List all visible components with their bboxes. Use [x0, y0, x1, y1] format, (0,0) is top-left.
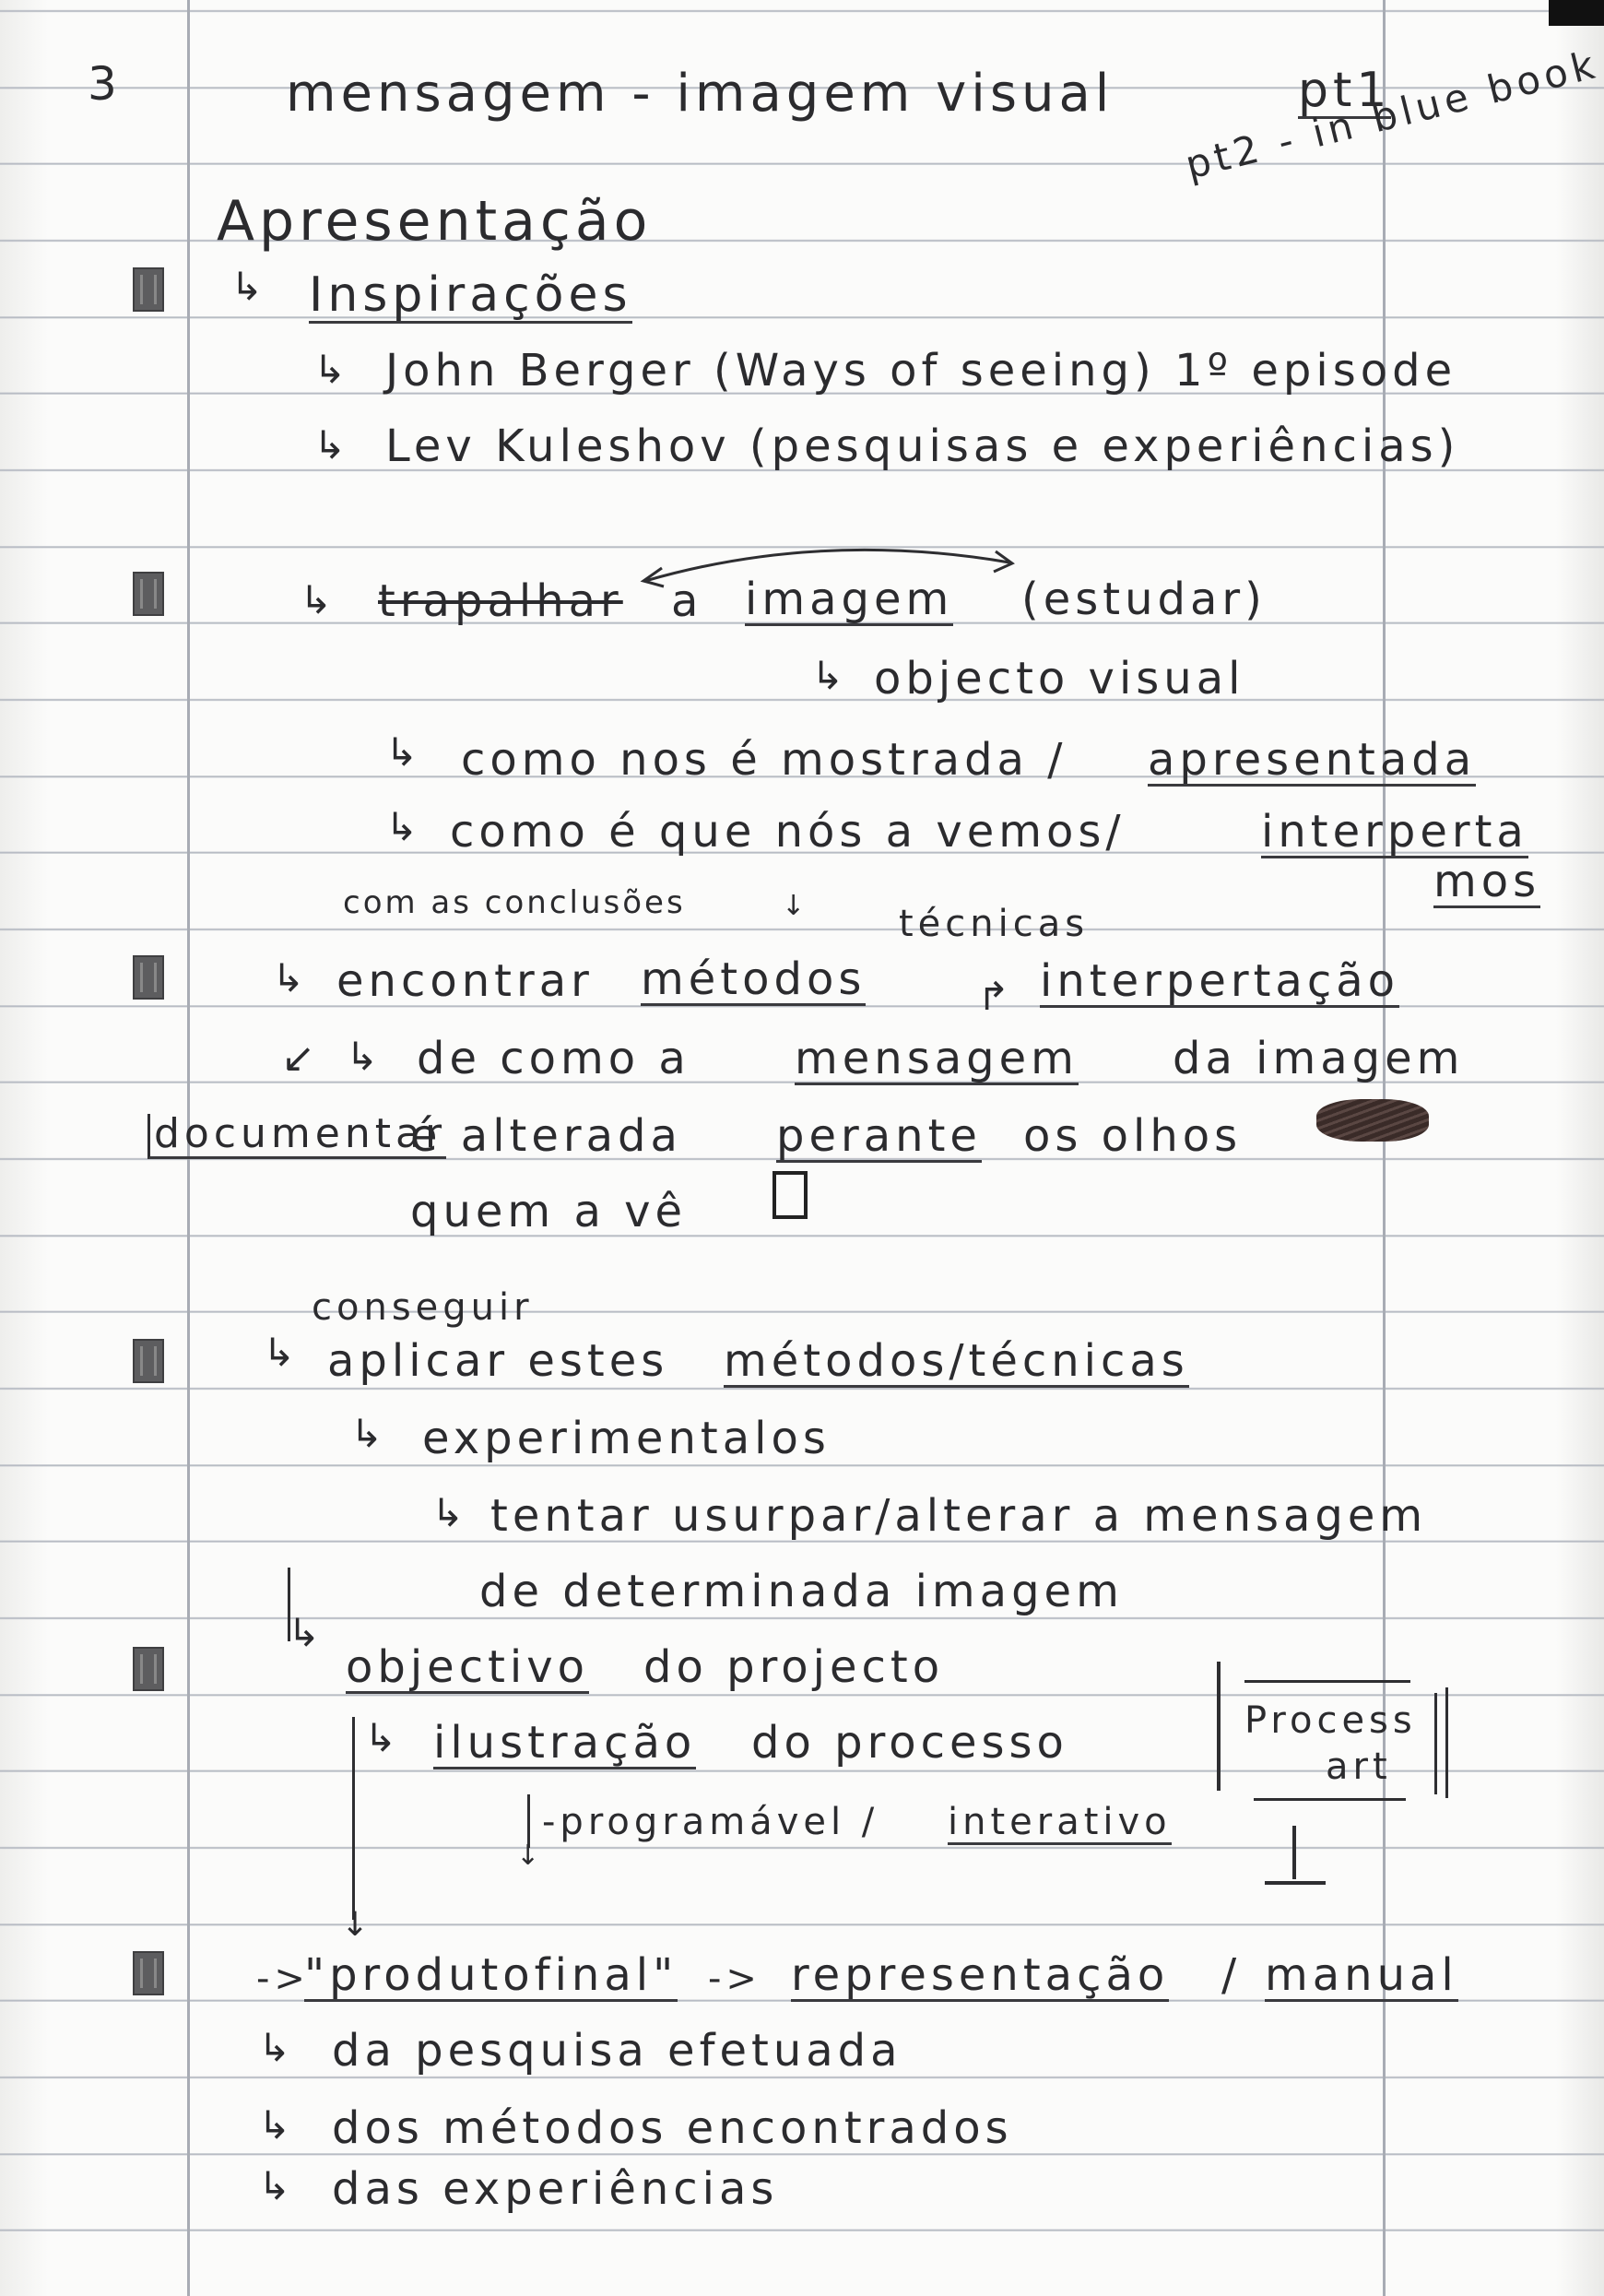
bracket-line — [527, 1794, 530, 1848]
section-checkbox-2 — [133, 572, 164, 616]
arrow-icon: ↳ — [230, 264, 264, 309]
part-one-label: pt1 — [1298, 63, 1392, 119]
swap-arrow-icon — [640, 548, 1015, 588]
inspiration-item: John Berger (Ways of seeing) 1º episode — [385, 345, 1457, 396]
word-interativo: interativo — [948, 1801, 1172, 1845]
line-determinada: de determinada imagem — [479, 1566, 1124, 1617]
word-metodos-tecnicas: métodos/técnicas — [724, 1335, 1189, 1388]
scan-edge — [1549, 0, 1604, 26]
arrow-icon: ↳ — [313, 347, 347, 392]
word-estudar: (estudar) — [1021, 574, 1267, 625]
word-tecnicas: técnicas — [899, 903, 1090, 945]
small-square-mark — [773, 1171, 808, 1219]
line-os-olhos: os olhos — [1023, 1110, 1243, 1162]
page-number: 3 — [88, 57, 122, 111]
scribbled-out-mark — [1316, 1099, 1429, 1142]
right-margin-line — [1383, 0, 1386, 2296]
line-de-como: de como a — [417, 1033, 690, 1084]
line-da-imagem: da imagem — [1173, 1033, 1465, 1084]
word-perante: perante — [776, 1110, 982, 1163]
process-art-base — [1265, 1881, 1326, 1885]
word-manual: manual — [1265, 1949, 1458, 2002]
line-do-projecto: do projecto — [643, 1641, 945, 1693]
section-checkbox-5 — [133, 1647, 164, 1691]
left-margin-line — [187, 0, 190, 2296]
word-interperta: interperta — [1261, 806, 1528, 858]
arrow-icon: ↳ — [385, 729, 419, 775]
line-mostrada: como nos é mostrada / — [461, 734, 1067, 786]
arrow-icon: ↳ — [346, 1034, 379, 1079]
inspiracoes-label: Inspirações — [309, 267, 632, 324]
process-art-bottom-rule — [1254, 1798, 1406, 1801]
process-art-left-bar — [1217, 1662, 1221, 1791]
word-encontrar: encontrar — [336, 955, 594, 1007]
arrow-icon: ↱ — [977, 974, 1010, 1019]
heading-apresentacao: Apresentação — [217, 189, 653, 254]
arrow-icon: ↳ — [300, 577, 333, 622]
section-checkbox-1 — [133, 267, 164, 312]
word-metodos: métodos — [641, 953, 867, 1006]
arrow-text: -> — [708, 1958, 761, 2000]
down-arrow-icon: ↓ — [782, 890, 806, 922]
line-vemos: como é que nós a vemos/ — [450, 806, 1126, 858]
inspiration-item: Lev Kuleshov (pesquisas e experiências) — [385, 420, 1460, 472]
note-conclusoes: com as conclusões — [343, 884, 686, 921]
line-alterada: é alterada — [410, 1110, 682, 1162]
down-arrow-icon: ↓ — [516, 1840, 540, 1872]
struck-word: trapalhar — [378, 575, 623, 627]
arrow-icon: ↳ — [313, 422, 347, 467]
process-art-right-bar — [1434, 1693, 1437, 1794]
final-item: da pesquisa efetuada — [332, 2025, 902, 2077]
arrow-icon: ↳ — [811, 653, 844, 698]
arrow-icon: ↳ — [350, 1411, 383, 1456]
slash: / — [1221, 1949, 1242, 2001]
word-produtofinal: "produtofinal" — [304, 1949, 678, 2002]
arrow-icon: ↳ — [258, 2102, 291, 2148]
word-interpertacao: interpertação — [1040, 955, 1399, 1008]
process-art-line-2: art — [1326, 1746, 1392, 1788]
process-art-line-1: Process — [1244, 1699, 1417, 1742]
arrow-text: -> — [256, 1958, 310, 2000]
section-checkbox-6 — [133, 1951, 164, 1995]
word-mensagem: mensagem — [795, 1033, 1079, 1085]
objecto-visual: objecto visual — [874, 653, 1245, 704]
section-checkbox-4 — [133, 1339, 164, 1383]
word-mos: mos — [1433, 856, 1541, 908]
arrow-icon: ↳ — [258, 2163, 291, 2208]
process-art-stem — [1292, 1826, 1296, 1879]
word-conseguir: conseguir — [312, 1286, 534, 1329]
arrow-icon: ↳ — [385, 804, 419, 849]
line-do-processo: do processo — [751, 1717, 1068, 1769]
arrow-icon: ↳ — [258, 2025, 291, 2070]
process-art-top-rule — [1244, 1680, 1410, 1683]
arrow-icon: ↳ — [364, 1715, 397, 1760]
word-a: a — [671, 575, 703, 627]
line-quem: quem a vê — [410, 1186, 688, 1237]
arrow-icon: ↳ — [272, 955, 305, 1000]
down-arrow-icon: ↓ — [341, 1906, 370, 1944]
bracket-line — [288, 1568, 290, 1641]
final-item: dos métodos encontrados — [332, 2102, 1013, 2154]
arrow-icon: ↳ — [431, 1490, 465, 1535]
line-aplicar: aplicar estes — [327, 1335, 669, 1387]
word-objectivo: objectivo — [346, 1641, 590, 1694]
line-tentar: tentar usurpar/alterar a mensagem — [490, 1490, 1428, 1542]
final-item: das experiências — [332, 2163, 779, 2215]
word-documentar: documentar — [147, 1114, 447, 1159]
section-checkbox-3 — [133, 955, 164, 1000]
vertical-flow-line — [352, 1717, 355, 1920]
process-art-right-bar — [1445, 1687, 1448, 1798]
word-programavel: -programável / — [542, 1801, 879, 1843]
word-imagem: imagem — [745, 574, 954, 626]
diagonal-arrow-icon: ↙ — [281, 1035, 315, 1082]
page-title: mensagem - imagem visual — [286, 64, 1115, 124]
arrow-icon: ↳ — [288, 1610, 321, 1655]
word-apresentada: apresentada — [1148, 734, 1477, 787]
word-ilustracao: ilustração — [433, 1717, 697, 1769]
arrow-icon: ↳ — [263, 1330, 296, 1375]
word-experimentalos: experimentalos — [422, 1413, 831, 1464]
word-representacao: representação — [791, 1949, 1170, 2002]
